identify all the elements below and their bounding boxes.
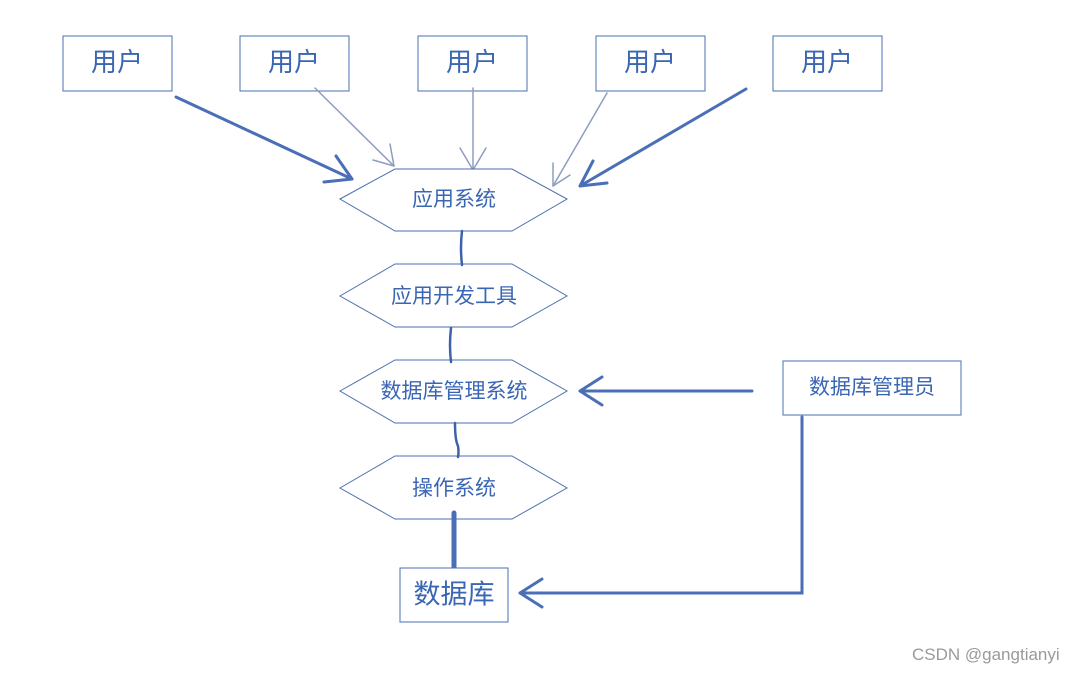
user-node-2: 用户: [239, 35, 350, 92]
dba-to-dbms-arrow: [578, 375, 754, 407]
user-node-label: 用户: [446, 48, 498, 78]
watermark: CSDN @gangtianyi: [912, 645, 1060, 664]
user-arrow-5: [578, 87, 748, 188]
user-node-1: 用户: [62, 35, 173, 92]
connector-app-dev: [459, 229, 464, 267]
dba-label: 数据库管理员: [809, 375, 935, 399]
app-system-label: 应用系统: [412, 187, 496, 211]
dev-tools-node: 应用开发工具: [338, 263, 569, 328]
user-node-label: 用户: [91, 48, 143, 78]
app-system-node: 应用系统: [338, 168, 569, 232]
user-node-label: 用户: [268, 48, 320, 78]
os-node: 操作系统: [338, 455, 569, 520]
dba-to-database-arrow: [518, 415, 804, 609]
dbms-node: 数据库管理系统: [338, 359, 569, 424]
user-node-label: 用户: [624, 48, 676, 78]
user-arrow-4: [552, 92, 608, 187]
dev-tools-label: 应用开发工具: [391, 284, 517, 308]
user-node-3: 用户: [417, 35, 528, 92]
connector-dev-dbms: [448, 326, 453, 364]
user-arrow-3: [459, 87, 487, 171]
user-arrow-1: [174, 95, 354, 184]
user-node-label: 用户: [801, 48, 853, 78]
os-label: 操作系统: [412, 476, 496, 500]
database-node: 数据库: [399, 567, 509, 623]
dba-node: 数据库管理员: [782, 360, 962, 416]
user-node-4: 用户: [595, 35, 706, 92]
database-label: 数据库: [414, 580, 495, 611]
dbms-label: 数据库管理系统: [381, 379, 528, 403]
user-arrow-2: [314, 87, 395, 167]
user-node-5: 用户: [772, 35, 883, 92]
connector-dbms-os: [453, 421, 460, 459]
